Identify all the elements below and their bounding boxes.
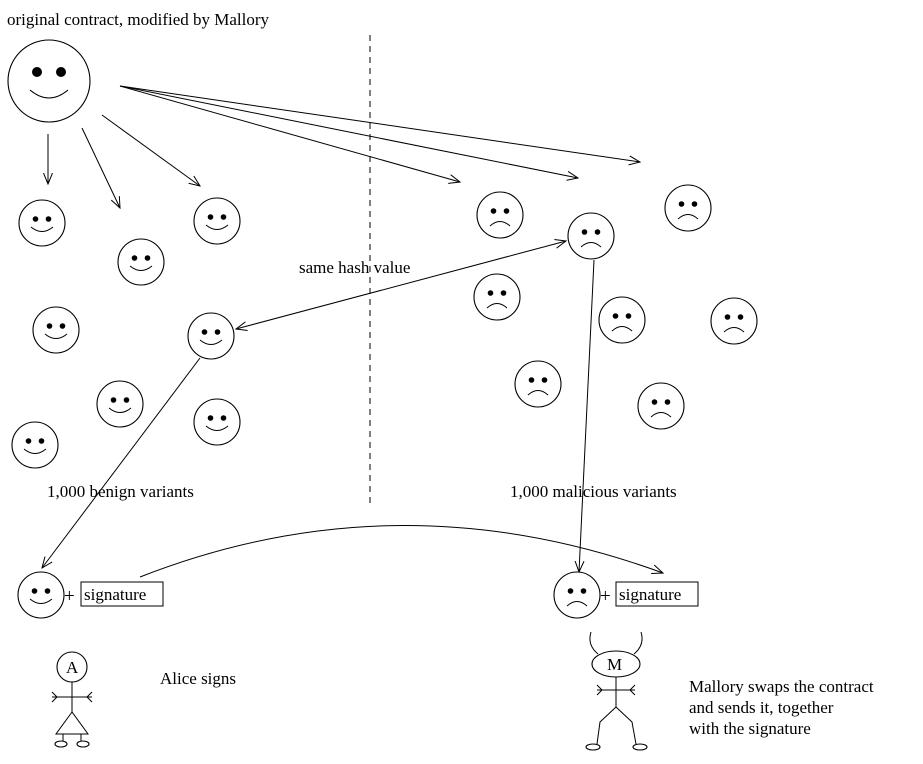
signature-label-right: signature [619,585,681,604]
malicious-face [514,360,562,408]
signature-box-right [615,581,699,607]
malicious-faces [473,184,758,430]
benign-smiley [193,197,241,245]
malicious-face [637,382,685,430]
benign-variants-label: 1,000 benign variants [47,482,194,501]
same-hash-label: same hash value [299,258,410,277]
plus-sign-right: + [600,586,611,607]
malicious-variants-label: 1,000 malicious variants [510,482,677,501]
signature-label-left: signature [84,585,146,604]
signed-benign-contract: + signature [17,571,164,619]
benign-smileys [11,197,241,469]
alice-head-letter: A [66,658,79,677]
alice-signs-label: Alice signs [160,669,236,688]
malicious-face [476,191,524,239]
signed-benign-smiley [17,571,65,619]
benign-smiley [11,421,59,469]
malicious-to-swapped-arrow [579,259,595,572]
benign-smiley [117,238,165,286]
original-contract-label: original contract, modified by Mallory [7,10,270,29]
benign-smiley [96,380,144,428]
malicious-face [473,273,521,321]
original-contract-smiley [7,39,91,123]
benign-smiley [18,199,66,247]
alice-figure: A [51,651,93,748]
benign-smiley [193,398,241,446]
mallory-text-line3: with the signature [689,719,811,738]
malicious-face [710,297,758,345]
malicious-face [664,184,712,232]
mallory-figure: M [585,631,648,751]
signature-transfer-arrow [139,525,663,578]
benign-smiley-collision [187,312,235,360]
same-hash-arrow [236,241,566,329]
benign-to-signed-arrow [42,357,201,568]
swapped-malicious-face [553,571,601,619]
mallory-text-line1: Mallory swaps the contract [689,677,874,696]
mallory-head-letter: M [607,655,622,674]
arrows-to-malicious [119,85,640,182]
signature-box-left [80,581,164,607]
swapped-malicious-contract: + signature [553,571,699,619]
plus-sign-left: + [64,586,75,607]
benign-smiley [32,306,80,354]
arrows-to-benign [48,114,200,208]
malicious-face [598,296,646,344]
mallory-text-line2: and sends it, together [689,698,834,717]
malicious-face-collision [567,212,615,260]
